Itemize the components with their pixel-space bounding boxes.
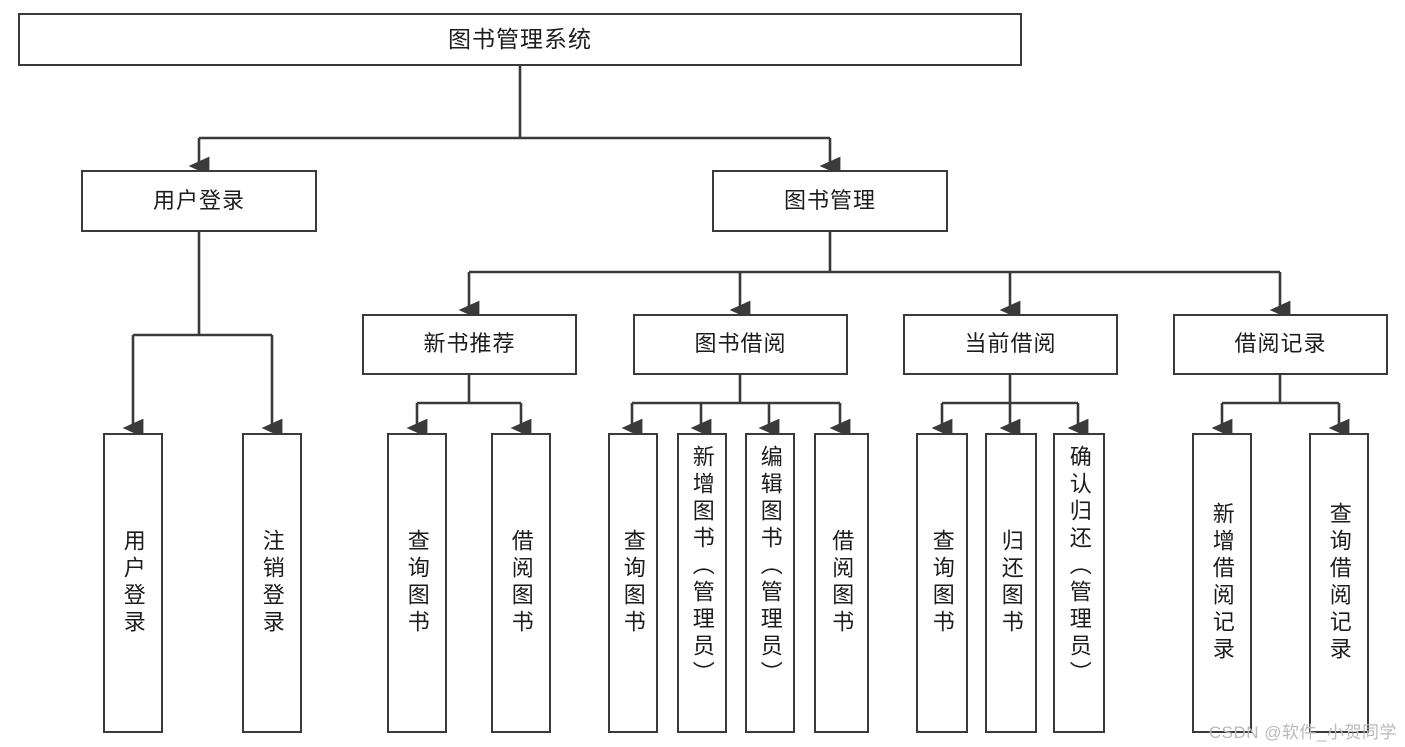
- node-leaf-user-logout[interactable]: 注销登录: [242, 433, 302, 733]
- node-leaf-user-logout-label: 注销登录: [259, 529, 285, 637]
- node-leaf-borrow-book-1-label: 借阅图书: [508, 529, 534, 637]
- node-leaf-user-login[interactable]: 用户登录: [103, 433, 163, 733]
- node-leaf-edit-book[interactable]: 编辑图书（管理员）: [745, 433, 795, 733]
- node-new-book-recommend[interactable]: 新书推荐: [362, 314, 577, 375]
- node-book-manage-label: 图书管理: [783, 187, 876, 213]
- edge-group-root: [188, 66, 841, 176]
- node-book-borrow-label: 图书借阅: [694, 331, 787, 357]
- node-root[interactable]: 图书管理系统: [18, 13, 1022, 66]
- node-leaf-query-record[interactable]: 查询借阅记录: [1309, 433, 1369, 733]
- node-borrow-record[interactable]: 借阅记录: [1173, 314, 1388, 375]
- edge-group-book-manage: [458, 232, 1291, 320]
- node-leaf-add-book[interactable]: 新增图书（管理员）: [677, 433, 727, 733]
- node-leaf-borrow-book-1[interactable]: 借阅图书: [491, 433, 551, 733]
- node-borrow-record-label: 借阅记录: [1234, 331, 1327, 357]
- node-current-borrow[interactable]: 当前借阅: [903, 314, 1118, 375]
- node-leaf-confirm-return-label: 确认归还（管理员）: [1066, 445, 1092, 688]
- node-leaf-add-book-label: 新增图书（管理员）: [689, 445, 715, 688]
- node-book-borrow[interactable]: 图书借阅: [633, 314, 848, 375]
- node-leaf-query-book-1-label: 查询图书: [404, 529, 430, 637]
- node-current-borrow-label: 当前借阅: [964, 331, 1057, 357]
- node-leaf-query-book-3[interactable]: 查询图书: [916, 433, 968, 733]
- node-leaf-query-book-2[interactable]: 查询图书: [608, 433, 658, 733]
- edge-group-borrow-record: [1211, 375, 1350, 438]
- node-user-login[interactable]: 用户登录: [81, 170, 317, 232]
- node-leaf-query-book-2-label: 查询图书: [620, 529, 646, 637]
- edge-group-current-borrow: [931, 375, 1089, 438]
- node-user-login-label: 用户登录: [152, 187, 245, 213]
- edge-group-user-login: [122, 232, 283, 438]
- node-leaf-return-book[interactable]: 归还图书: [985, 433, 1037, 733]
- node-leaf-borrow-book-2[interactable]: 借阅图书: [814, 433, 869, 733]
- node-leaf-confirm-return[interactable]: 确认归还（管理员）: [1053, 433, 1105, 733]
- node-new-book-recommend-label: 新书推荐: [423, 331, 516, 357]
- node-leaf-edit-book-label: 编辑图书（管理员）: [757, 445, 783, 688]
- node-book-manage[interactable]: 图书管理: [712, 170, 948, 232]
- node-root-label: 图书管理系统: [448, 25, 592, 52]
- node-leaf-borrow-book-2-label: 借阅图书: [829, 529, 855, 637]
- node-leaf-add-record[interactable]: 新增借阅记录: [1192, 433, 1252, 733]
- edge-group-new-book-recommend: [406, 375, 532, 438]
- node-leaf-user-login-label: 用户登录: [120, 529, 146, 637]
- edge-group-book-borrow: [621, 375, 851, 438]
- node-leaf-query-book-1[interactable]: 查询图书: [387, 433, 447, 733]
- node-leaf-query-record-label: 查询借阅记录: [1326, 502, 1352, 664]
- node-leaf-return-book-label: 归还图书: [998, 529, 1024, 637]
- node-leaf-add-record-label: 新增借阅记录: [1209, 502, 1235, 664]
- node-leaf-query-book-3-label: 查询图书: [929, 529, 955, 637]
